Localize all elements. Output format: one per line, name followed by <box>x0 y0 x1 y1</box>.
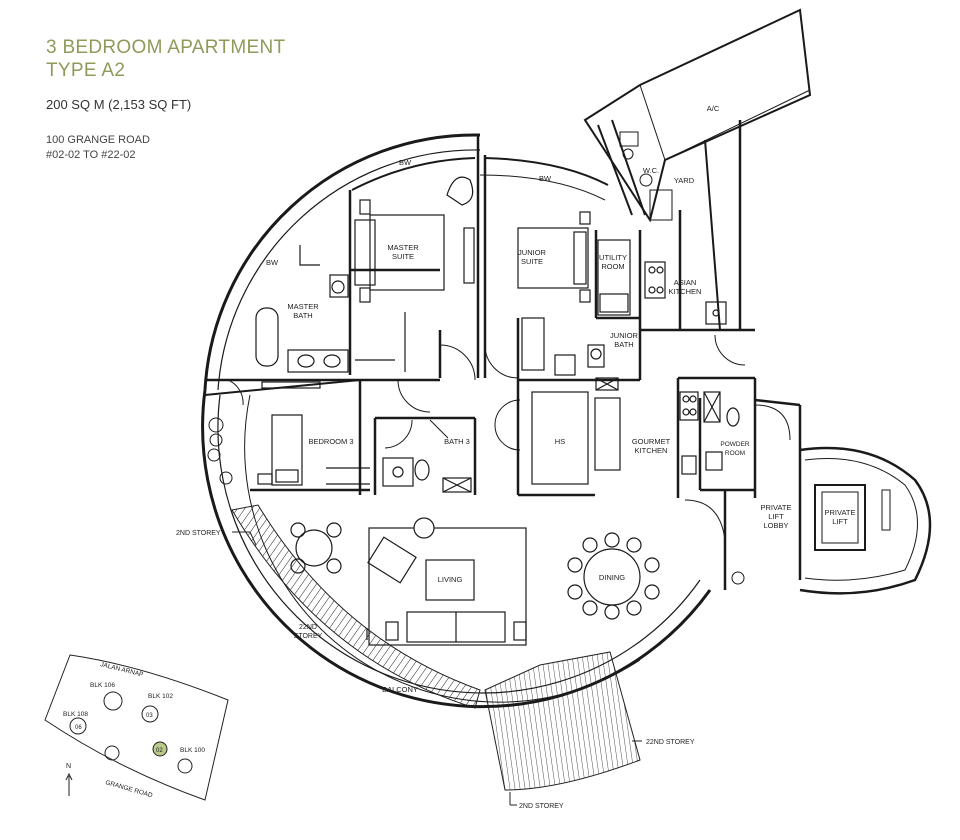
key-blk102: BLK 102 <box>148 693 173 700</box>
label-asian-kitchen-1: ASIAN <box>674 278 697 287</box>
label-junior-suite-1: JUNIOR <box>518 248 547 257</box>
label-master-bath-2: BATH <box>293 311 312 320</box>
address-line2: #02-02 TO #22-02 <box>46 149 136 161</box>
callout-22nd-left-2: STOREY <box>294 633 323 640</box>
north-label: N <box>66 763 71 770</box>
master-suite-furniture <box>354 176 475 303</box>
storey-callouts: 2ND STOREY 22ND STOREY 22ND STOREY 2ND S… <box>176 530 695 810</box>
callout-22nd-right: 22ND STOREY <box>646 739 695 746</box>
key-blk108: BLK 108 <box>63 711 88 718</box>
address-line1: 100 GRANGE ROAD <box>46 134 150 146</box>
service-wing <box>583 8 812 331</box>
label-asian-kitchen-2: KITCHEN <box>669 287 702 296</box>
key-unit03: 03 <box>146 713 153 719</box>
dining-furniture <box>290 522 660 620</box>
key-blk100: BLK 100 <box>180 747 205 754</box>
living-furniture <box>366 517 527 646</box>
callout-2nd-storey-left: 2ND STOREY <box>176 530 221 537</box>
bedroom3-furniture <box>257 381 472 493</box>
label-balcony: BALCONY <box>382 685 418 694</box>
unit-size: 200 SQ M (2,153 SQ FT) <box>46 97 192 112</box>
label-bedroom3: BEDROOM 3 <box>308 437 353 446</box>
label-powder-2: ROOM <box>725 450 745 457</box>
label-living: LIVING <box>438 575 463 584</box>
label-ac: A/C <box>707 104 720 113</box>
plan-title-line1: 3 BEDROOM APARTMENT <box>46 37 286 58</box>
label-utility-2: ROOM <box>601 262 624 271</box>
outer-walls <box>201 133 712 709</box>
plan-title-line2: TYPE A2 <box>46 60 126 81</box>
room-labels: A/C W.C. YARD BW BW BW MASTER SUITE MAST… <box>266 104 856 694</box>
label-lift-lobby-3: LOBBY <box>763 521 788 530</box>
master-bath-fixtures <box>255 245 406 373</box>
plan-title: 3 BEDROOM APARTMENT TYPE A2 <box>46 36 285 82</box>
label-dining: DINING <box>599 573 625 582</box>
key-road-top: JALAN ARNAP <box>100 661 144 678</box>
label-gourmet-1: GOURMET <box>632 437 671 446</box>
callout-2nd-storey-bottom: 2ND STOREY <box>519 803 564 810</box>
key-blk106: BLK 106 <box>90 682 115 689</box>
junior-suite-furniture <box>517 211 605 376</box>
balcony-edge-right-hatch <box>484 651 641 791</box>
interior-walls <box>205 120 802 590</box>
label-wc: W.C. <box>643 166 659 175</box>
label-junior-bath-1: JUNIOR <box>610 331 639 340</box>
door-swings <box>227 334 746 451</box>
callout-22nd-left-1: 22ND <box>299 624 317 631</box>
label-yard: YARD <box>674 176 695 185</box>
private-lift-structure <box>684 404 932 595</box>
label-master-suite-2: SUITE <box>392 252 414 261</box>
label-master-bath-1: MASTER <box>287 302 319 311</box>
label-junior-suite-2: SUITE <box>521 257 543 266</box>
label-bw-2: BW <box>539 174 552 183</box>
key-road-bottom: GRANGE ROAD <box>104 779 153 799</box>
label-lift-lobby-2: LIFT <box>768 512 784 521</box>
key-plan: JALAN ARNAP GRANGE ROAD BLK 106 BLK 102 … <box>44 654 229 801</box>
label-private-lift-1: PRIVATE <box>825 508 856 517</box>
label-junior-bath-2: BATH <box>614 340 633 349</box>
balcony-edge-left-hatch <box>231 504 481 709</box>
kitchen-fixtures <box>531 377 740 485</box>
key-unit02: 02 <box>156 748 163 754</box>
utility-kitchen-fixtures <box>597 239 727 325</box>
label-gourmet-2: KITCHEN <box>635 446 668 455</box>
plant-icon <box>207 417 745 585</box>
label-bath3: BATH 3 <box>444 437 470 446</box>
label-master-suite-1: MASTER <box>387 243 419 252</box>
label-hs: HS <box>555 437 565 446</box>
label-bw-3: BW <box>266 258 279 267</box>
label-bw-1: BW <box>399 158 412 167</box>
key-unit06: 06 <box>75 725 82 731</box>
key-highlight-unit <box>152 741 168 757</box>
label-private-lift-2: LIFT <box>832 517 848 526</box>
label-lift-lobby-1: PRIVATE <box>761 503 792 512</box>
address: 100 GRANGE ROAD #02-02 TO #22-02 <box>46 133 150 163</box>
label-utility-1: UTILITY <box>599 253 627 262</box>
label-powder-1: POWDER <box>720 441 750 448</box>
